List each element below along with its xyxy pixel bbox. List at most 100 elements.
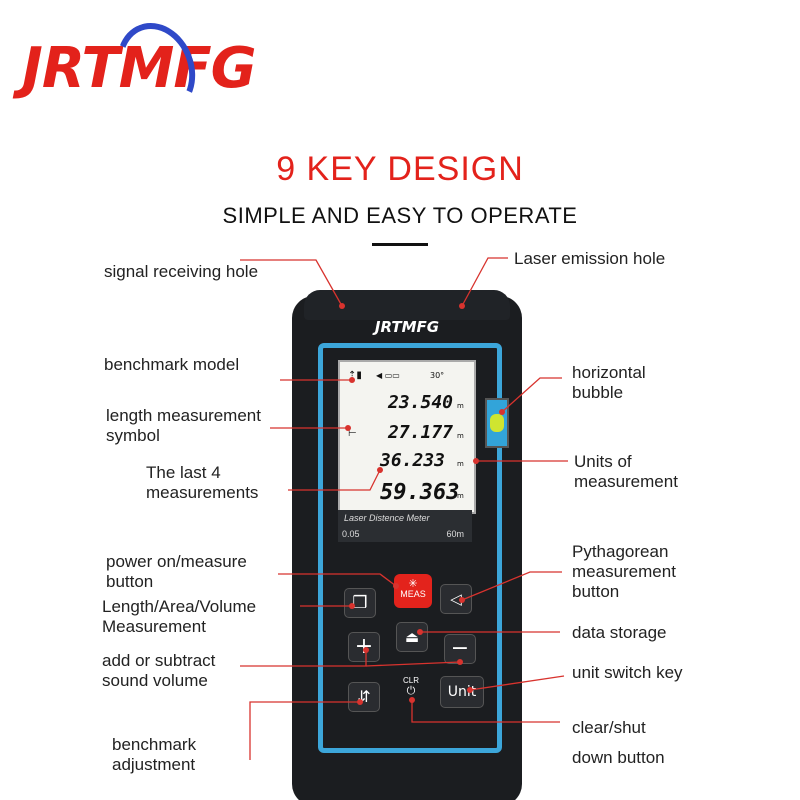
dot-benchmark-model	[349, 377, 355, 383]
device-top-cap	[304, 290, 510, 320]
temperature-readout: 30°	[430, 371, 445, 380]
label-line: adjustment	[112, 755, 196, 774]
bubble-icon	[490, 414, 504, 432]
meas-button[interactable]: ✳ MEAS	[394, 574, 432, 608]
logo-text: JRTMFG	[22, 36, 257, 101]
leader-add-subtract-b	[365, 661, 461, 667]
leader-add-subtract	[240, 650, 367, 667]
dot-add	[363, 647, 369, 653]
label-line: sound volume	[102, 671, 208, 690]
reading-4-unit: m	[457, 492, 464, 500]
label-line: bubble	[572, 383, 624, 402]
reading-2-unit: m	[457, 432, 464, 440]
length-symbol-icon: ⊢	[348, 428, 357, 439]
cube-icon: ❒	[352, 593, 368, 613]
label-line: symbol	[106, 426, 160, 445]
range-min: 0.05	[342, 529, 360, 539]
blue-trim-band	[318, 343, 502, 753]
label-benchmark-model: benchmark model	[104, 355, 240, 374]
dot-units	[473, 458, 479, 464]
leader-clear	[411, 700, 560, 723]
pythagorean-button[interactable]: ◁	[440, 584, 472, 614]
dot-unit-switch	[467, 687, 473, 693]
label-line: button	[572, 582, 620, 601]
label-data-storage: data storage	[572, 623, 667, 642]
leader-horizontal-bubble	[501, 377, 562, 413]
label-last-4-measurements: The last 4 measurements	[146, 463, 258, 503]
label-line: measurement	[574, 472, 678, 491]
label-line: add or subtract	[102, 651, 216, 670]
meas-icon: ✳	[408, 578, 418, 590]
dot-data-storage	[417, 629, 423, 635]
label-line: down button	[572, 748, 665, 767]
leader-signal-hole	[240, 259, 343, 307]
label-line: Units of	[574, 452, 632, 471]
leader-laser-hole	[461, 257, 508, 307]
title-divider	[372, 243, 428, 246]
model-strip: Laser Distence Meter 0.05 60m	[338, 510, 472, 542]
label-line: measurement	[572, 562, 676, 581]
label-length-area-volume: Length/Area/Volume Measurement	[102, 597, 256, 637]
leader-unit-switch	[469, 675, 565, 691]
label-line: measurements	[146, 483, 259, 502]
label-line: Pythagorean	[572, 542, 669, 561]
label-add-subtract-volume: add or subtract sound volume	[102, 651, 215, 691]
meas-label: MEAS	[400, 589, 426, 599]
label-line: The last 4	[146, 463, 221, 482]
minus-label: −	[450, 636, 470, 661]
page-title: 9 KEY DESIGN	[276, 150, 524, 188]
label-power-on-measure-button: power on/measure button	[106, 552, 247, 592]
label-laser-emission-hole: Laser emission hole	[514, 249, 666, 268]
dot-last-4	[377, 467, 383, 473]
dot-clear	[409, 697, 415, 703]
speaker-battery-icon: ◀ ▭▭	[376, 371, 400, 380]
leader-last-4	[288, 469, 381, 491]
device-brand: JRTMFG	[374, 318, 440, 336]
label-units-of-measurement: Units of measurement	[574, 452, 678, 492]
plus-button[interactable]: +	[348, 632, 380, 662]
label-clear-shut-down: clear/shut down button	[572, 713, 665, 773]
reading-4: 59.363	[380, 480, 460, 505]
lcd-screen: ⇡▮ ◀ ▭▭ 30° ⊢ 23.540 m 27.177 m 36.233 m…	[338, 360, 476, 514]
clr-button[interactable]: CLR ⏻	[400, 676, 422, 698]
dot-signal-hole	[339, 303, 345, 309]
leader-power-meas	[278, 573, 397, 587]
dot-length-symbol	[345, 425, 351, 431]
label-benchmark-adjustment: benchmark adjustment	[112, 735, 196, 775]
label-line: horizontal	[572, 363, 646, 382]
benchmark-icon: ⇡▮	[348, 370, 362, 381]
label-length-measurement-symbol: length measurement symbol	[106, 406, 261, 446]
dot-pythagorean	[459, 597, 465, 603]
label-horizontal-bubble: horizontal bubble	[572, 363, 646, 403]
reading-2: 27.177	[388, 422, 454, 443]
reading-1-unit: m	[457, 402, 464, 410]
label-pythagorean-button: Pythagorean measurement button	[572, 542, 676, 602]
dot-length-area-volume	[349, 603, 355, 609]
horizontal-bubble-level	[485, 398, 509, 448]
data-storage-button[interactable]: ⏏	[396, 622, 428, 652]
volume-area-button[interactable]: ❒	[344, 588, 376, 618]
strip-label: Laser Distence Meter	[344, 513, 430, 523]
label-signal-receiving-hole: signal receiving hole	[104, 262, 259, 281]
plus-label: +	[354, 634, 374, 659]
label-line: Length/Area/Volume	[102, 597, 257, 616]
label-line: length measurement	[106, 406, 261, 425]
clr-label: CLR	[402, 676, 419, 685]
label-line: Measurement	[102, 617, 206, 636]
label-line: button	[106, 572, 154, 591]
dot-laser-hole	[459, 303, 465, 309]
dot-subtract	[457, 659, 463, 665]
reading-1: 23.540	[388, 392, 454, 413]
power-icon: ⏻	[406, 685, 416, 697]
label-unit-switch-key: unit switch key	[572, 663, 683, 682]
label-line: clear/shut	[572, 718, 646, 737]
label-line: benchmark	[112, 735, 197, 754]
leader-benchmark-adjust	[249, 701, 360, 760]
storage-icon: ⏏	[404, 628, 420, 646]
laser-distance-meter: JRTMFG	[292, 290, 522, 800]
brand-logo: JRTMFG	[22, 11, 257, 127]
leader-pythagorean	[461, 571, 562, 601]
range-max: 60m	[446, 529, 464, 539]
